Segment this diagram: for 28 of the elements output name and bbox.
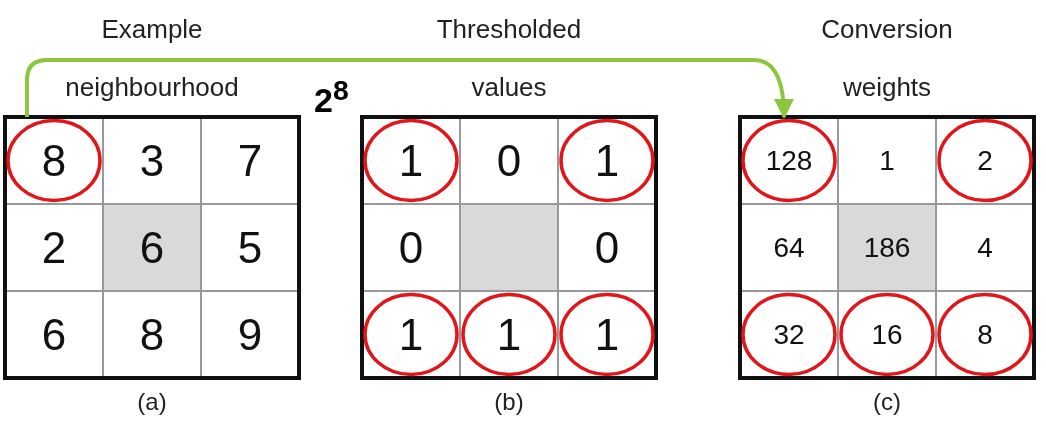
panel-heading: Thresholded values (435, 13, 583, 104)
grid-cell: 1 (362, 117, 460, 204)
panel-caption: (a) (136, 388, 168, 416)
grid-cell: 7 (201, 117, 299, 204)
grid-cell: 186 (838, 204, 936, 291)
grid-cell: 8 (5, 117, 103, 204)
grid-cell: 4 (936, 204, 1034, 291)
panel-caption: (c) (872, 388, 902, 416)
grid-cell: 1 (362, 291, 460, 378)
panel-heading: Conversion weights (820, 13, 954, 104)
grid-cell: 1 (460, 291, 558, 378)
grid-cell: 1 (558, 291, 656, 378)
grid-cell: 2 (936, 117, 1034, 204)
shaded-cell (460, 204, 558, 291)
panel-heading: Example neighbourhood (64, 13, 240, 104)
grid-cell: 128 (740, 117, 838, 204)
grid-cell: 9 (201, 291, 299, 378)
grid-cell: 8 (936, 291, 1034, 378)
grid-cell: 32 (740, 291, 838, 378)
panel-caption: (b) (493, 388, 525, 416)
grid-cell: 5 (201, 204, 299, 291)
grid-cell: 16 (838, 291, 936, 378)
grid-cell: 6 (103, 204, 201, 291)
grid-cell: 1 (558, 117, 656, 204)
grid-cell: 0 (558, 204, 656, 291)
grid-cell: 8 (103, 291, 201, 378)
curved-arrow (25, 58, 794, 119)
grid-cell: 6 (5, 291, 103, 378)
